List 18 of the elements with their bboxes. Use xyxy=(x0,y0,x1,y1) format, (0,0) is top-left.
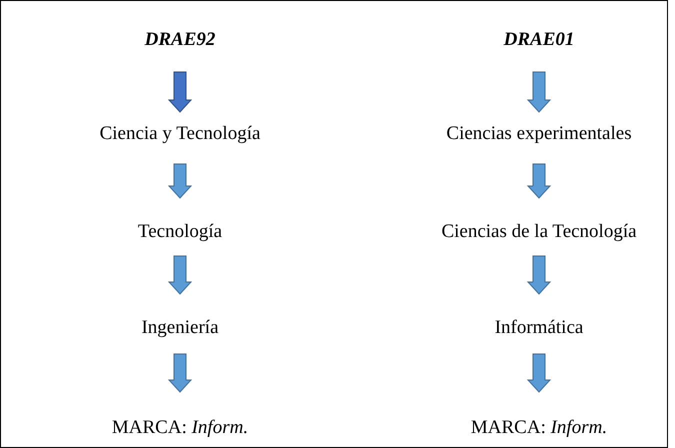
down-arrow xyxy=(168,72,192,113)
term-label: Ciencias de la Tecnología xyxy=(441,220,637,244)
term-label: Ingeniería xyxy=(141,316,218,340)
down-arrow xyxy=(526,354,552,393)
down-arrow xyxy=(526,256,552,295)
down-arrow xyxy=(168,354,192,393)
down-arrow xyxy=(168,256,192,295)
term-label: Tecnología xyxy=(138,220,222,244)
down-arrow xyxy=(526,72,552,113)
term-label: Ciencias experimentales xyxy=(446,122,632,146)
down-arrow xyxy=(168,164,192,199)
column-heading: DRAE92 xyxy=(144,28,216,52)
term-label: Ciencia y Tecnología xyxy=(100,122,260,146)
column-heading: DRAE01 xyxy=(504,28,574,52)
term-label: MARCA: Inform. xyxy=(112,416,248,440)
term-label: MARCA: Inform. xyxy=(470,416,608,440)
down-arrow xyxy=(526,164,552,199)
term-label: Informática xyxy=(494,316,584,340)
